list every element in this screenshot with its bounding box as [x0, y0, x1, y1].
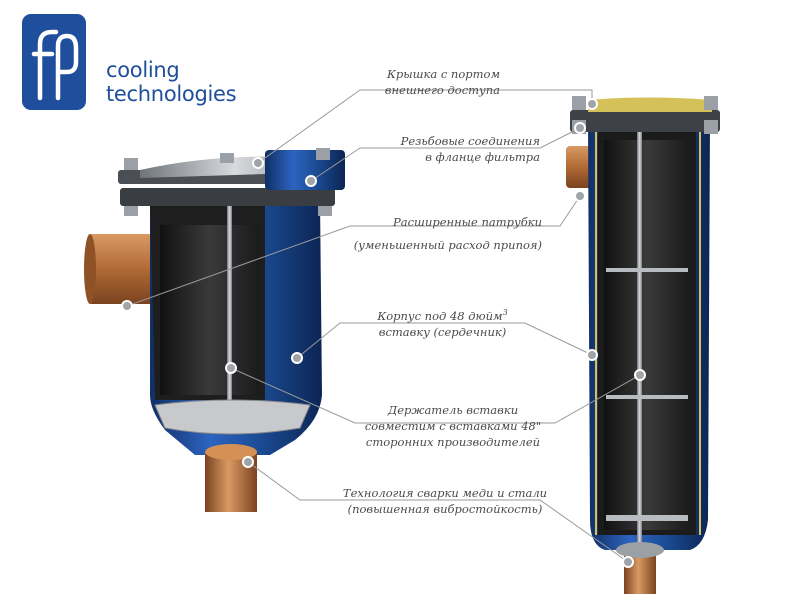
brand-line-2: technologies: [106, 82, 237, 106]
left-outlet-pipe-top: [205, 444, 257, 460]
marker-weld-right: [622, 556, 634, 568]
callout-welding-line1: Технология сварки меди и стали: [342, 486, 548, 500]
left-center-rod: [227, 195, 232, 425]
callout-extended-pipes-line2: (уменьшенный расход припоя): [353, 238, 542, 252]
right-plate-2: [606, 395, 688, 399]
left-filter: [84, 148, 345, 512]
left-inlet-pipe: [88, 234, 158, 304]
marker-weld-left: [242, 456, 254, 468]
marker-holder-right: [634, 369, 646, 381]
callout-body-sup: 3: [502, 308, 508, 318]
marker-dots: [121, 98, 646, 568]
marker-threaded-right: [574, 122, 586, 134]
leader-welding: [247, 461, 629, 563]
right-bolt-2: [704, 96, 718, 110]
left-bolt-2: [316, 148, 330, 160]
marker-pipes-right: [574, 190, 586, 202]
marker-threaded-left: [305, 175, 317, 187]
callout-cover-port-line1: Крышка с портом: [386, 67, 500, 81]
callout-threaded-line2: в фланце фильтра: [425, 150, 540, 164]
left-bolt-5: [318, 206, 332, 216]
callout-threaded: Резьбовые соединения в фланце фильтра: [401, 133, 540, 165]
right-flange: [570, 110, 720, 132]
right-filter: [566, 96, 720, 594]
leader-holder: [230, 367, 641, 424]
callout-holder-line3: сторонних производителей: [365, 435, 541, 449]
leader-threaded: [310, 127, 581, 182]
brand-name: cooling technologies: [106, 58, 237, 106]
callout-cover-port: Крышка с портом внешнего доступа: [385, 66, 500, 98]
brand-line-1: cooling: [106, 58, 180, 82]
right-plate-1: [606, 268, 688, 272]
leader-lines: [126, 89, 641, 563]
callout-body-line1: Корпус под 48 дюйм3: [355, 308, 530, 324]
left-top-cap: [265, 150, 345, 190]
callout-body: Корпус под 48 дюйм3 вставку (сердечник): [355, 308, 530, 340]
callout-threaded-line1: Резьбовые соединения: [400, 134, 540, 148]
leader-body: [296, 322, 593, 359]
right-bolt-1: [572, 96, 586, 110]
left-flange-lower: [120, 188, 335, 206]
left-bolt-3: [220, 153, 234, 163]
right-top-cover: [588, 97, 712, 112]
leader-cover-port: [257, 89, 593, 164]
right-core: [604, 140, 690, 530]
right-center-rod: [637, 125, 642, 545]
marker-body-right: [586, 349, 598, 361]
callout-cover-port-line2: внешнего доступа: [384, 83, 500, 97]
callout-holder-line1: Держатель вставки: [387, 403, 519, 417]
left-bolt-4: [124, 206, 138, 216]
callout-body-line1-text: Корпус под 48 дюйм: [377, 309, 503, 323]
left-bolt-1: [124, 158, 138, 170]
callout-holder-line2: совместим с вставками 48": [364, 419, 542, 433]
marker-body-left: [291, 352, 303, 364]
callout-welding: Технология сварки меди и стали (повышенн…: [330, 485, 560, 517]
right-outlet-base: [616, 542, 664, 558]
marker-holder-left: [225, 362, 237, 374]
callout-extended-pipes: Расширенные патрубки (уменьшенный расход…: [354, 214, 542, 253]
callout-body-line2: вставку (сердечник): [378, 325, 507, 339]
callout-holder: Держатель вставки совместим с вставками …: [348, 402, 558, 450]
callout-extended-pipes-line1: Расширенные патрубки: [393, 215, 542, 229]
fp-logo-icon: [22, 14, 86, 110]
left-bottom-dish: [154, 399, 311, 435]
brand-logo: [22, 14, 86, 110]
marker-cover-right: [586, 98, 598, 110]
callout-welding-line2: (повышенная вибростойкость): [347, 502, 543, 516]
marker-pipes-left: [121, 300, 133, 312]
marker-cover-left: [252, 157, 264, 169]
right-bolt-4: [704, 120, 718, 134]
right-plate-3: [606, 515, 688, 521]
left-inlet-pipe-end: [84, 234, 96, 304]
left-core: [160, 225, 260, 395]
leader-extended-pipes: [126, 195, 581, 307]
right-liner: [595, 128, 701, 535]
